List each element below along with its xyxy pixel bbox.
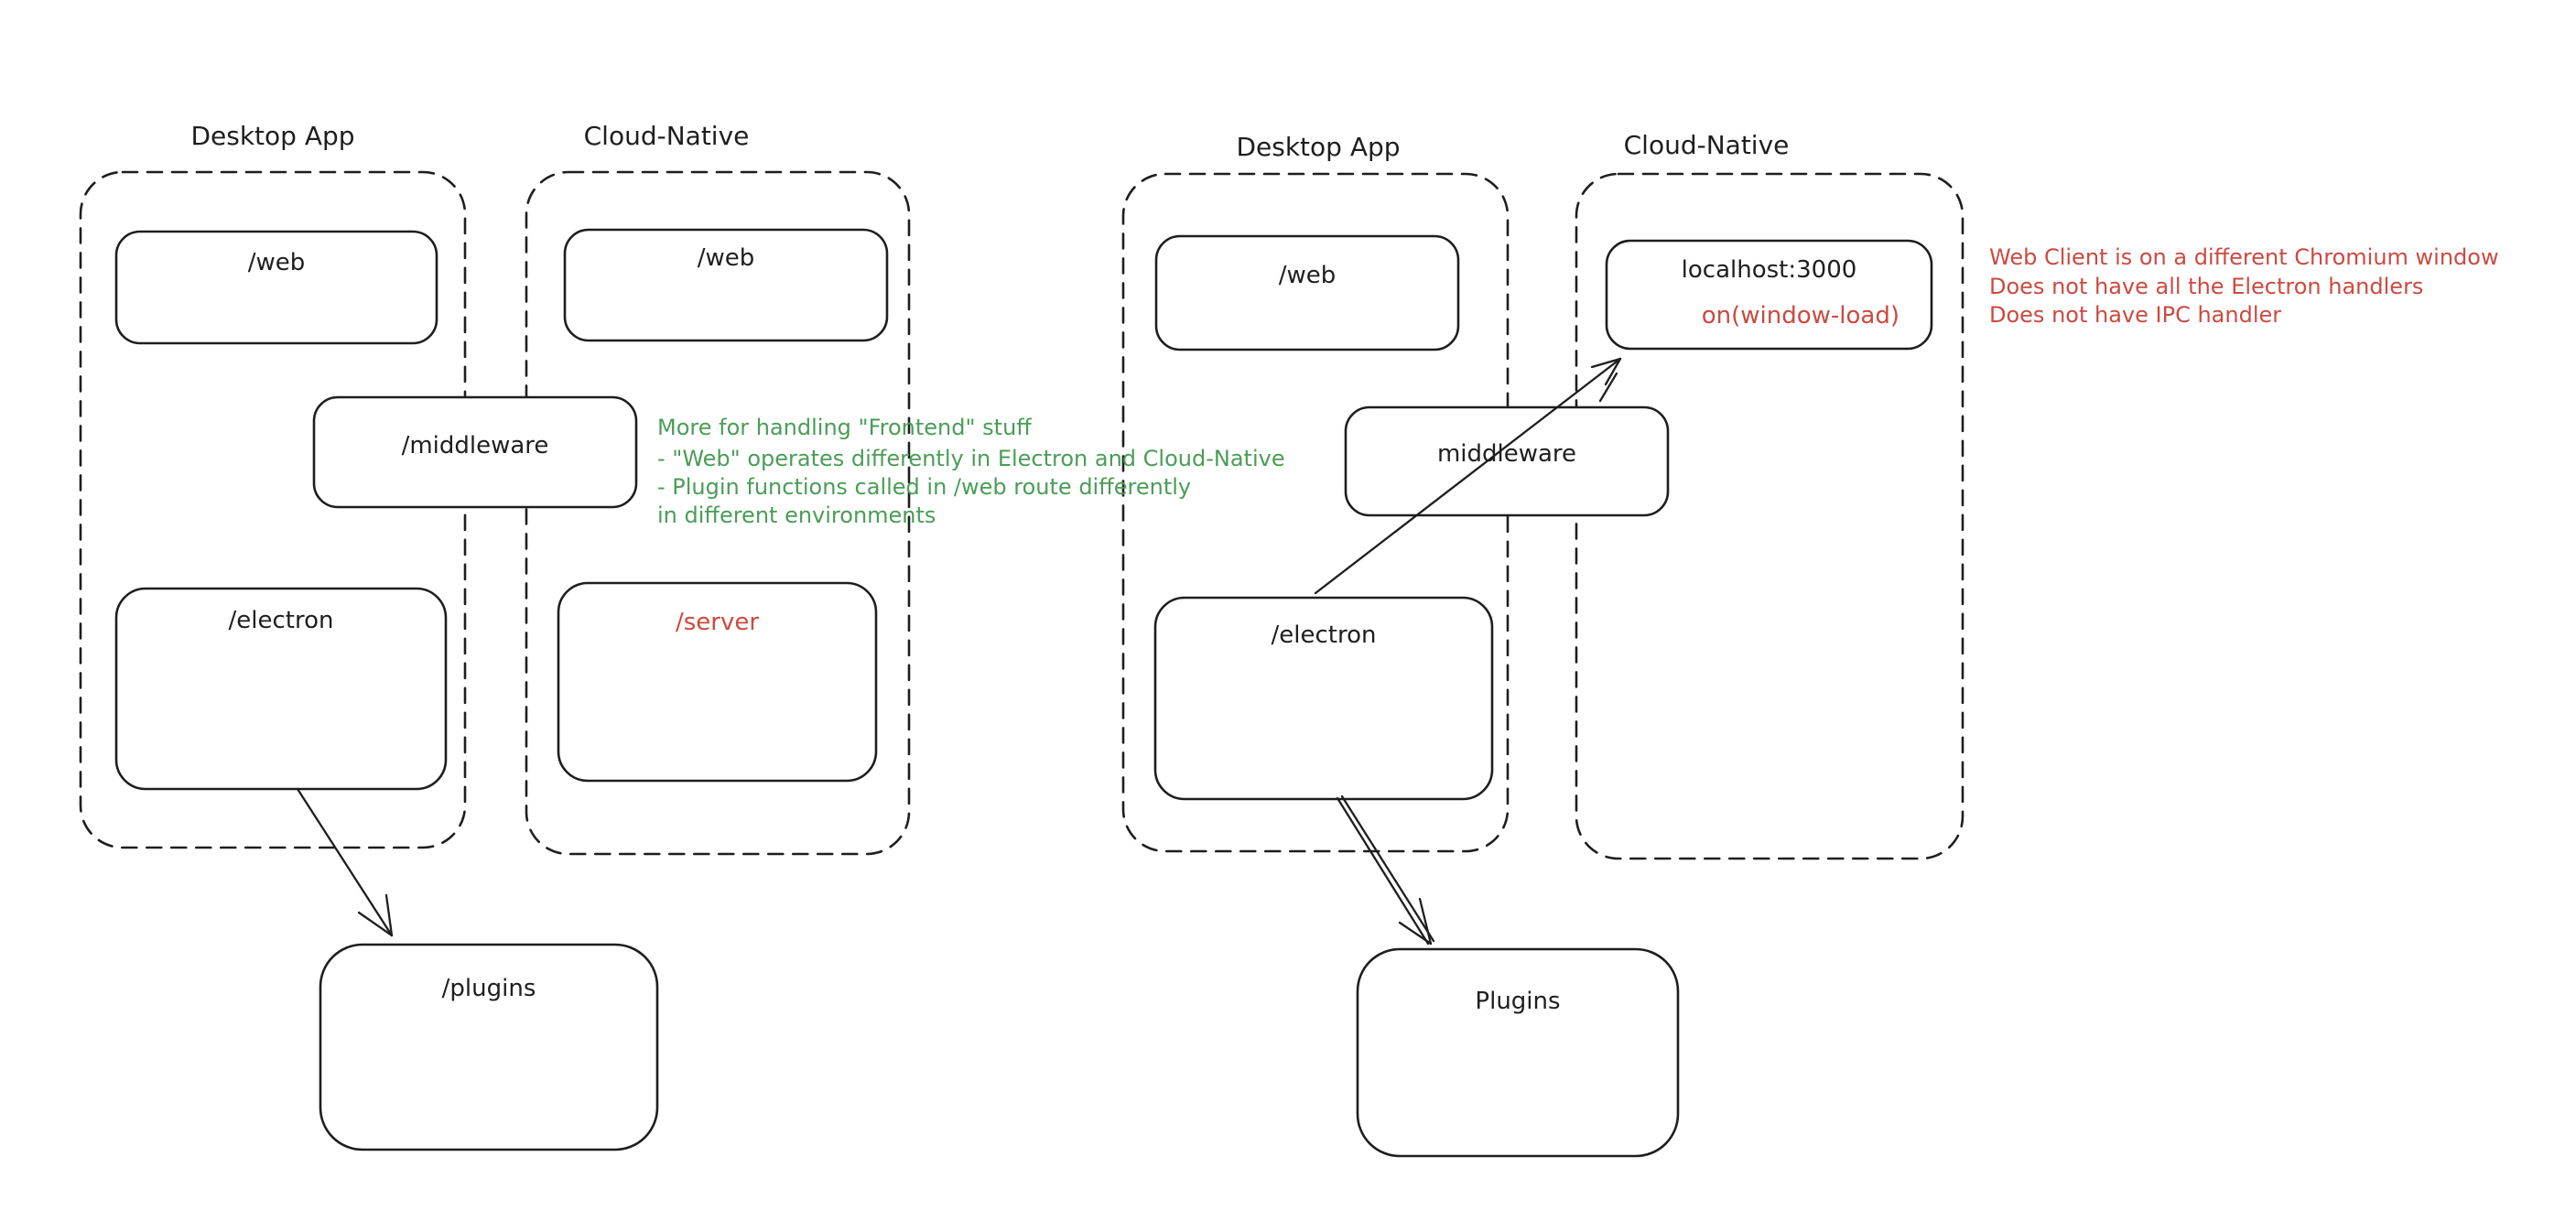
right-middleware-box[interactable]: [1344, 405, 1670, 517]
green-note-line[interactable]: - "Web" operates differently in Electron…: [657, 446, 1285, 471]
left-plugins-box[interactable]: [319, 943, 659, 1151]
right-cloud-native-title[interactable]: Cloud-Native: [1623, 130, 1790, 160]
right-cloud-native-container[interactable]: [1575, 172, 1964, 860]
arrow-right-electron-to-localhost[interactable]: [1314, 357, 1622, 595]
left-web-desktop-label[interactable]: /web: [247, 249, 306, 276]
left-electron-box[interactable]: [114, 587, 448, 791]
red-note-line[interactable]: Does not have all the Electron handlers: [1989, 274, 2424, 299]
right-plugins-box[interactable]: [1356, 947, 1680, 1158]
left-server-box[interactable]: [557, 581, 878, 783]
left-plugins-label[interactable]: /plugins: [441, 975, 536, 1002]
left-middleware-box[interactable]: [312, 395, 638, 509]
right-middleware-label[interactable]: middleware: [1436, 440, 1577, 468]
red-note-line[interactable]: Web Client is on a different Chromium wi…: [1989, 244, 2499, 270]
green-note-line[interactable]: More for handling "Frontend" stuff: [657, 415, 1032, 440]
arrow-right-electron-to-plugins[interactable]: [1336, 794, 1435, 946]
left-web-cloud-label[interactable]: /web: [697, 244, 755, 272]
right-desktop-app-title[interactable]: Desktop App: [1236, 132, 1401, 162]
right-electron-box[interactable]: [1153, 596, 1494, 801]
right-web-desktop-label[interactable]: /web: [1278, 262, 1337, 289]
left-desktop-app-title[interactable]: Desktop App: [190, 121, 355, 151]
left-desktop-app-container[interactable]: [79, 170, 467, 849]
left-web-desktop-box[interactable]: [114, 230, 438, 345]
right-plugins-label[interactable]: Plugins: [1475, 988, 1561, 1015]
right-electron-label[interactable]: /electron: [1271, 621, 1377, 649]
green-note-line[interactable]: - Plugin functions called in /web route …: [657, 474, 1192, 500]
left-cloud-native-container[interactable]: [525, 170, 911, 856]
right-localhost-label[interactable]: localhost:3000: [1681, 256, 1857, 284]
left-middleware-label[interactable]: /middleware: [401, 432, 549, 459]
arrow-left-electron-to-plugins[interactable]: [296, 787, 394, 937]
red-note-line[interactable]: Does not have IPC handler: [1989, 302, 2282, 328]
green-note-line[interactable]: in different environments: [657, 503, 936, 528]
right-desktop-app-container[interactable]: [1121, 172, 1510, 853]
left-web-cloud-box[interactable]: [563, 228, 889, 342]
right-localhost-box[interactable]: [1605, 239, 1933, 351]
left-server-label[interactable]: /server: [675, 609, 760, 636]
left-cloud-native-title[interactable]: Cloud-Native: [583, 121, 750, 151]
right-web-desktop-box[interactable]: [1154, 234, 1460, 351]
left-electron-label[interactable]: /electron: [228, 607, 334, 634]
right-localhost-event-label[interactable]: on(window-load): [1701, 302, 1900, 330]
